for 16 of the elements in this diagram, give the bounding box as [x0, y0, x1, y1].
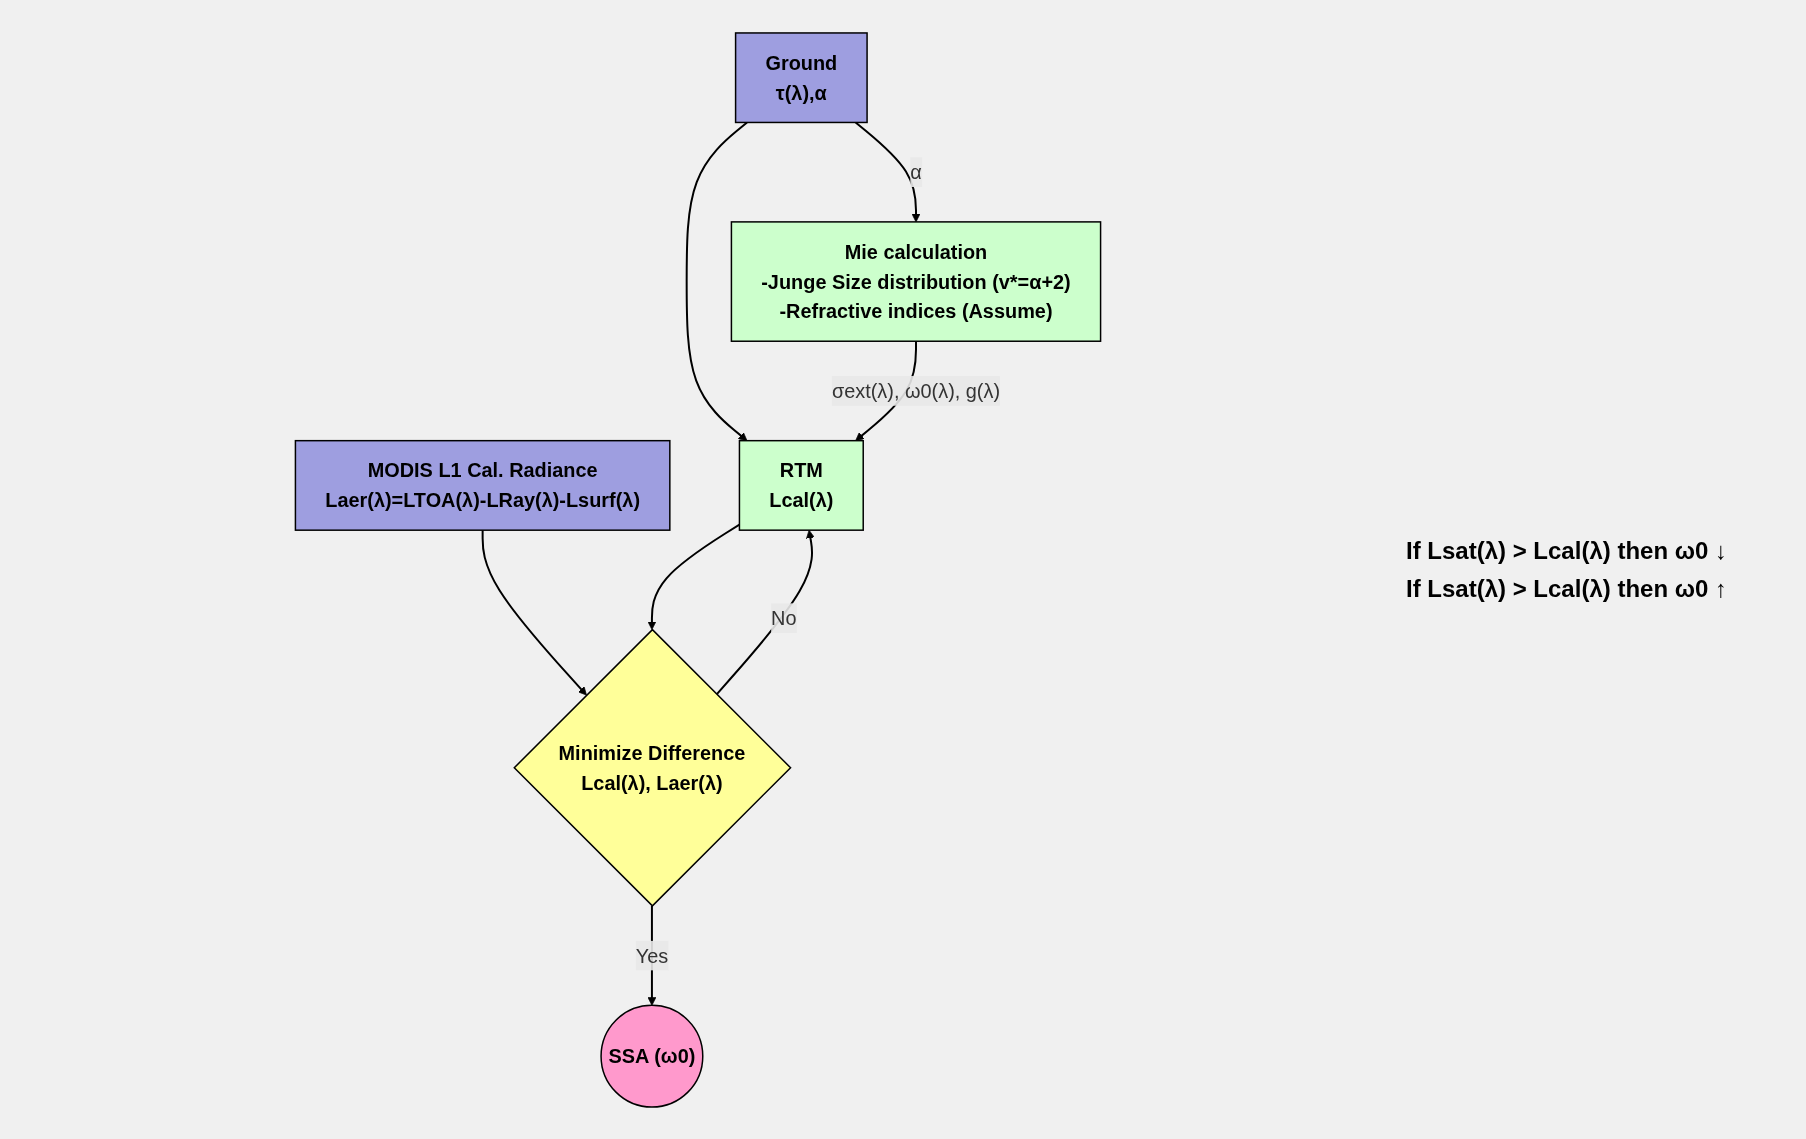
arrow	[481, 528, 587, 695]
edge-label: α	[910, 160, 922, 183]
arrow	[854, 120, 921, 222]
edge-label: Yes	[635, 944, 669, 967]
node-box: MODIS L1 Cal. Radiance Laer(λ)=LTOA(λ)-LRay(λ)-Lsurf(λ)	[294, 439, 671, 531]
node-circle: SSA (ω0)	[600, 1004, 704, 1108]
edge-label: No	[771, 606, 797, 629]
arrow	[715, 529, 815, 695]
edge-label: σext(λ), ω0(λ), g(λ)	[831, 379, 1001, 402]
note-text: If Lsat(λ) > Lcal(λ) then ω0 ↓	[1406, 536, 1728, 565]
note-text: If Lsat(λ) > Lcal(λ) then ω0 ↑	[1406, 574, 1728, 603]
node-box: RTM Lcal(λ)	[738, 439, 864, 531]
arrow	[685, 120, 748, 441]
node-diamond: Minimize Difference Lcal(λ), Laer(λ)	[513, 628, 792, 907]
node-box: Ground τ(λ),α	[734, 31, 868, 123]
node-box: Mie calculation -Junge Size distribution (v*=α+2) -Refractive indices (Assume)	[730, 220, 1102, 342]
